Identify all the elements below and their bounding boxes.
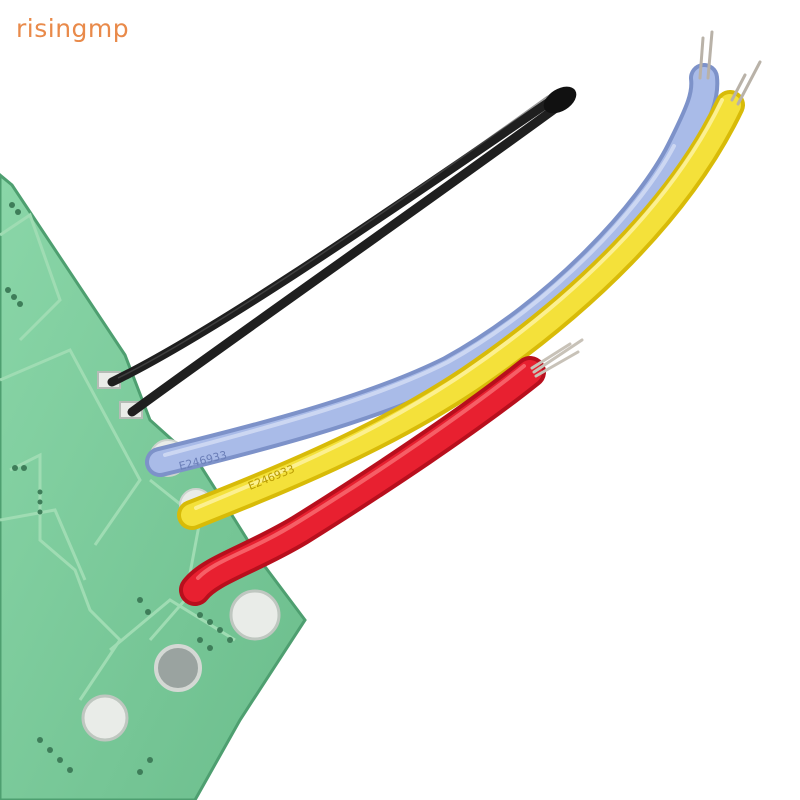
yellow-wire: E246933 xyxy=(177,60,762,530)
pcb-via-dots xyxy=(5,202,233,775)
black-thermistor-wire xyxy=(107,86,577,417)
red-wire xyxy=(179,338,584,606)
thermistor-bead xyxy=(543,86,577,114)
pcb-traces xyxy=(0,212,236,701)
watermark-text: risingmp xyxy=(16,14,130,43)
copper-strands xyxy=(698,30,714,80)
copper-strands xyxy=(730,60,762,106)
copper-strands xyxy=(530,338,584,378)
